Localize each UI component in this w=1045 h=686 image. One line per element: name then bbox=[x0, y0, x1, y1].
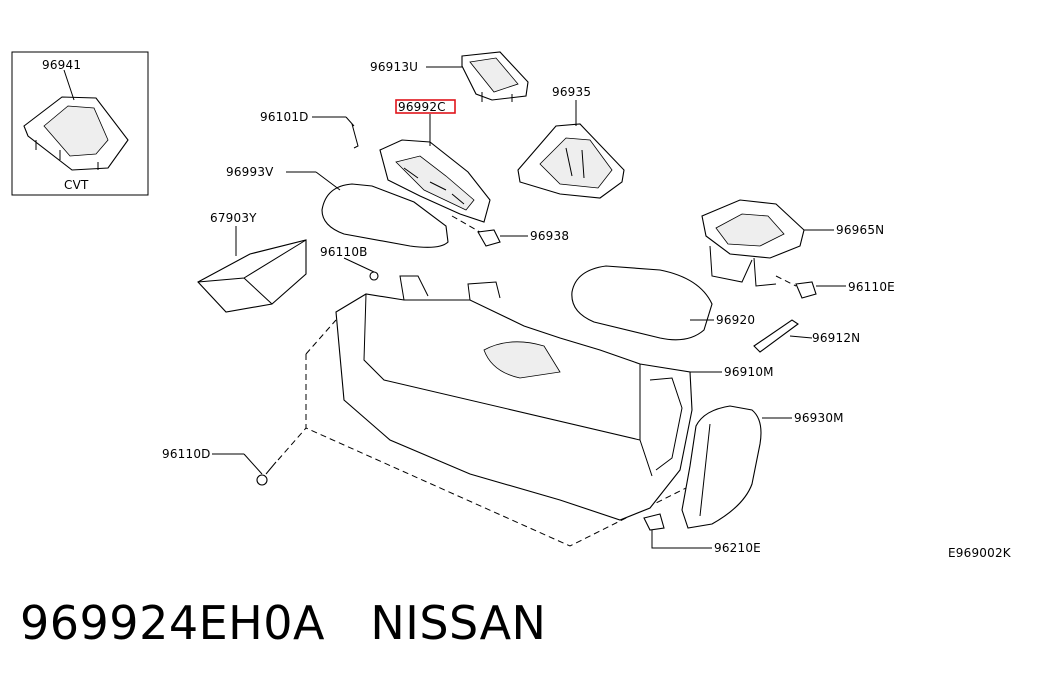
inset-box: 96941 CVT bbox=[11, 51, 149, 196]
callout-96993V: 96993V bbox=[226, 165, 274, 179]
part-96101D: 96101D bbox=[260, 110, 359, 149]
part-67903Y: 67903Y bbox=[197, 211, 307, 313]
part-96938: 96938 bbox=[451, 215, 569, 247]
part-96110D: 96110D bbox=[162, 427, 307, 486]
callout-96935: 96935 bbox=[552, 85, 591, 99]
part-96110E: 96110E bbox=[775, 275, 895, 299]
part-96992C: 96992C bbox=[379, 99, 491, 223]
callout-96913U: 96913U bbox=[370, 60, 418, 74]
inset-caption: CVT bbox=[64, 178, 89, 192]
part-number-caption: 969924EH0A NISSAN bbox=[20, 596, 547, 650]
part-96993V: 96993V bbox=[226, 165, 449, 248]
callout-96210E: 96210E bbox=[714, 541, 761, 555]
part-96913U: 96913U bbox=[370, 51, 529, 102]
drawing-code: E969002K bbox=[948, 546, 1012, 560]
part-96965N: 96965N bbox=[701, 199, 884, 287]
callout-96910M: 96910M bbox=[724, 365, 774, 379]
callout-96912N: 96912N bbox=[812, 331, 860, 345]
part-96210E: 96210E bbox=[643, 513, 761, 555]
callout-96930M: 96930M bbox=[794, 411, 844, 425]
callout-96938: 96938 bbox=[530, 229, 569, 243]
callout-96101D: 96101D bbox=[260, 110, 309, 124]
callout-96110D: 96110D bbox=[162, 447, 211, 461]
callout-96110B: 96110B bbox=[320, 245, 368, 259]
callout-96992C-highlight bbox=[395, 99, 456, 114]
callout-96110E: 96110E bbox=[848, 280, 895, 294]
callout-96920: 96920 bbox=[716, 313, 755, 327]
parts-diagram: 96941 CVT 96913U 96992C 96935 96101D bbox=[11, 51, 1012, 560]
callout-96941: 96941 bbox=[42, 58, 81, 72]
part-96110B: 96110B bbox=[320, 245, 379, 281]
part-96935: 96935 bbox=[517, 85, 625, 199]
part-96920: 96920 bbox=[571, 265, 755, 341]
callout-67903Y: 67903Y bbox=[210, 211, 257, 225]
callout-96965N: 96965N bbox=[836, 223, 884, 237]
part-96910M: 96910M bbox=[305, 275, 774, 547]
callout-96992C: 96992C bbox=[398, 100, 446, 114]
part-96912N: 96912N bbox=[753, 319, 860, 353]
part-96930M: 96930M bbox=[681, 405, 844, 529]
